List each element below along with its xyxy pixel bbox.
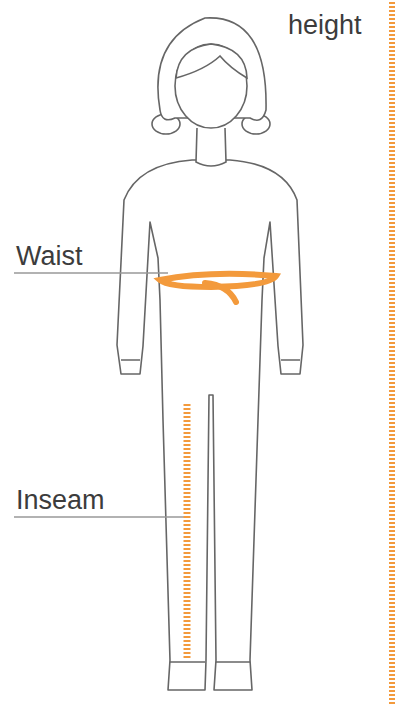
foot-line bbox=[170, 661, 250, 662]
leader-line bbox=[14, 516, 184, 518]
bangs bbox=[176, 44, 247, 78]
hand-line bbox=[121, 359, 300, 360]
child-outline bbox=[117, 160, 303, 690]
height-tape bbox=[389, 2, 395, 704]
waist-tape-end bbox=[205, 283, 236, 302]
neck bbox=[196, 128, 226, 166]
leader-line bbox=[14, 272, 168, 274]
inseam-label: Inseam bbox=[14, 485, 107, 515]
face bbox=[175, 44, 247, 128]
height-label: height bbox=[286, 10, 364, 40]
waist-label: Waist bbox=[14, 241, 85, 271]
inseam-tape bbox=[184, 404, 191, 658]
